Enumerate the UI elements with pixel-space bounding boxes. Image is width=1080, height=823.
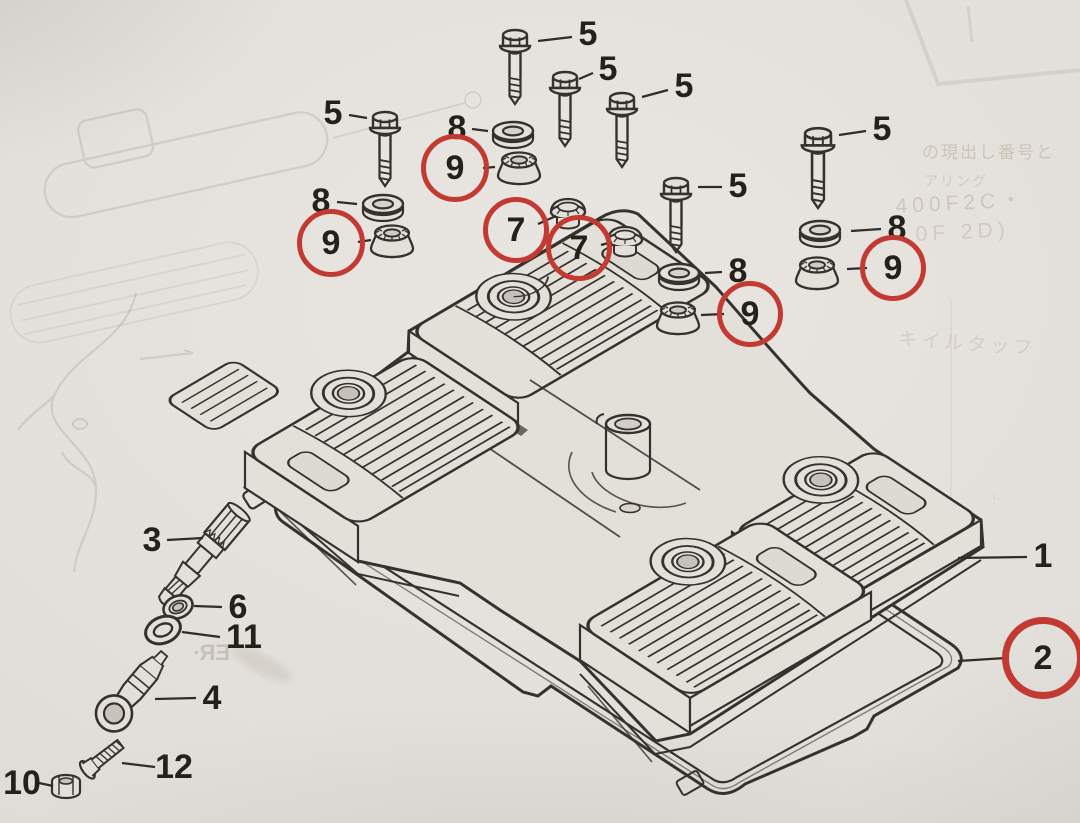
- leader-line-6: [193, 604, 223, 609]
- callout-11-o-ring: 11: [226, 618, 262, 656]
- callout-3-gear: 3: [142, 521, 162, 559]
- callout-9-nut: 9: [297, 209, 365, 277]
- leader-line-4: [154, 696, 197, 701]
- callout-5-bolt: 5: [598, 50, 618, 88]
- leader-line-8: [850, 227, 882, 233]
- leader-line-2: [957, 656, 1007, 663]
- part-cover: [168, 209, 985, 763]
- callout-5-bolt: 5: [728, 167, 748, 205]
- ghost-text-3: 400F2C・: [895, 188, 1027, 218]
- callout-5-bolt: 5: [323, 94, 343, 132]
- svg-text:ト: ト: [988, 492, 1004, 509]
- ghost-text-mirrored: ER·: [192, 640, 230, 665]
- leader-line-3: [166, 536, 204, 542]
- leader-line-5: [578, 71, 594, 81]
- leader-line-12: [121, 761, 156, 769]
- callout-5-bolt: 5: [578, 15, 598, 53]
- callout-2-gasket: 2: [1002, 617, 1080, 699]
- leader-line-5: [537, 35, 573, 43]
- callout-10-nut-small: 10: [3, 764, 41, 802]
- leader-lines: [38, 35, 1028, 788]
- leader-line-5: [641, 88, 669, 99]
- callout-5-bolt: 5: [872, 110, 892, 148]
- callout-1-cylinder-head-cover: 1: [1033, 537, 1053, 575]
- callout-4-holder: 4: [202, 679, 222, 717]
- leader-line-5: [348, 113, 368, 120]
- leader-line-10: [38, 781, 54, 788]
- leader-line-5: [838, 129, 867, 137]
- leader-line-8: [336, 200, 358, 206]
- leader-line-8: [704, 270, 723, 275]
- callout-7-cap-nut: 7: [483, 197, 549, 263]
- leader-line-8: [471, 127, 489, 133]
- ghost-text-2: アリング: [924, 173, 988, 189]
- callout-12-bolt-small: 12: [155, 748, 193, 786]
- callout-9-nut: 9: [860, 235, 926, 301]
- callout-5-bolt: 5: [674, 67, 694, 105]
- ghost-text-5: キイルタッフ: [898, 328, 1037, 360]
- ghost-text-1: の現出し番号と: [922, 143, 1055, 162]
- callout-9-nut: 9: [421, 134, 489, 202]
- leader-line-11: [181, 630, 221, 639]
- callout-9-nut: 9: [717, 281, 783, 347]
- callout-7-cap-nut: 7: [546, 215, 612, 281]
- ghost-text-4: 0F 2D): [915, 218, 1010, 246]
- left-parts: [50, 501, 251, 800]
- callout-6-washer: 6: [228, 588, 248, 626]
- callout-8-seal-washer: 8: [728, 252, 748, 290]
- leader-line-1: [957, 555, 1028, 560]
